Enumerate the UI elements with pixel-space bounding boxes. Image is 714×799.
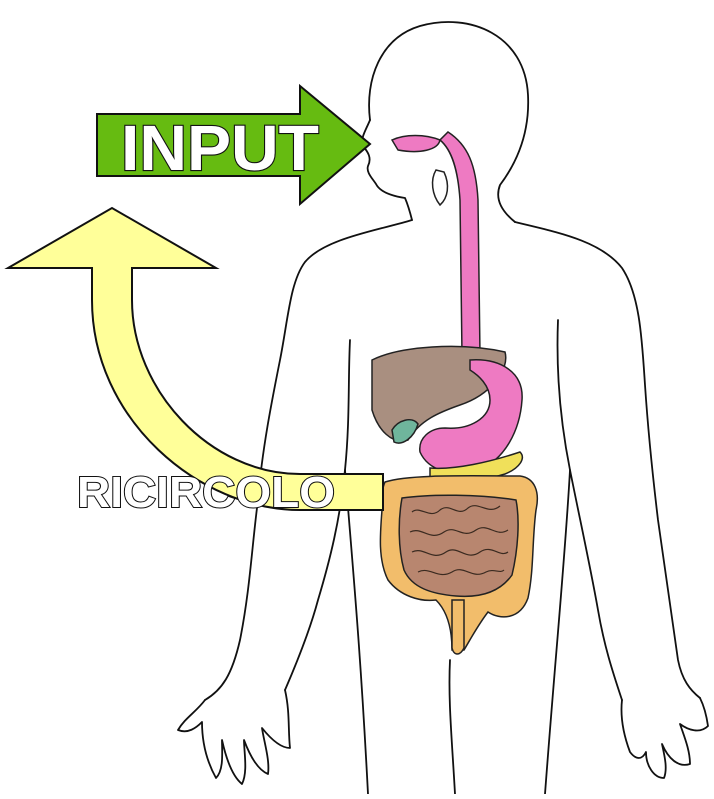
curved-up-arrow-icon — [8, 208, 383, 510]
left-leg-outline — [345, 470, 368, 794]
recirculation-arrow: RICIRCOLO — [8, 208, 383, 517]
input-label: INPUT — [121, 112, 319, 184]
right-shoulder-outline — [515, 222, 700, 698]
inner-leg-outline — [449, 660, 455, 794]
left-hand-outline — [178, 690, 290, 784]
face-profile — [362, 120, 412, 220]
digestive-organs — [372, 132, 537, 654]
esophagus — [440, 132, 480, 355]
rectum — [452, 600, 464, 654]
input-arrow: INPUT — [97, 86, 370, 204]
oral-cavity — [392, 136, 440, 152]
recirculation-label: RICIRCOLO — [77, 468, 335, 517]
larynx — [433, 170, 448, 205]
head-outline — [369, 22, 528, 222]
right-hand-outline — [621, 698, 708, 778]
right-leg-outline — [545, 470, 570, 794]
